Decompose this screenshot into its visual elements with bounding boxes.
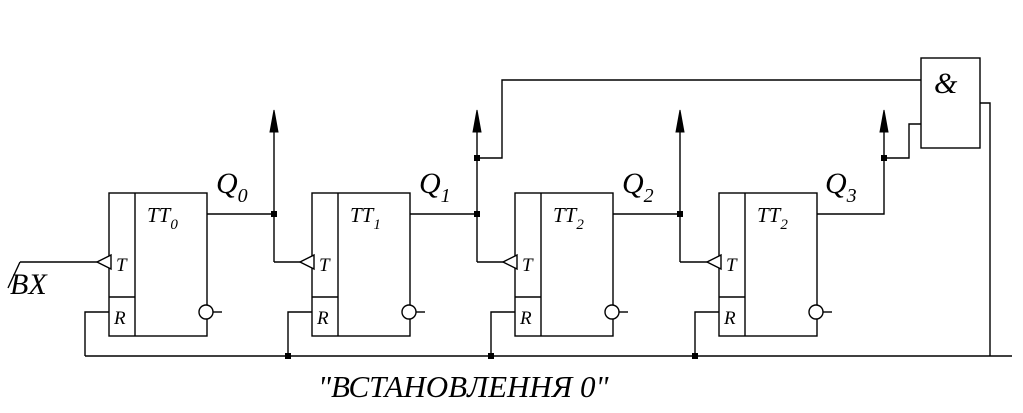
t-input-label: T: [116, 255, 128, 276]
junction-dot: [285, 353, 291, 359]
clock-triangle-icon: [501, 253, 518, 271]
clock-triangle-icon: [95, 253, 112, 271]
arrow-up-icon: [269, 109, 279, 133]
output-q3-label: Q3: [825, 167, 857, 207]
junction-dot: [271, 211, 277, 217]
and-to-reset-wire: [980, 102, 991, 356]
junction-dot: [692, 353, 698, 359]
reset-wire: [84, 311, 109, 356]
r-input-label: R: [723, 308, 736, 329]
arrow-up-icon: [472, 109, 482, 133]
input-label: BX: [10, 268, 48, 301]
flip-flop-tt2: T R TT2: [501, 192, 628, 337]
clock-triangle-icon: [298, 253, 315, 271]
reset-wire: [694, 311, 719, 356]
t-input-label: T: [726, 255, 738, 276]
r-input-label: R: [519, 308, 532, 329]
and-gate: [920, 57, 981, 149]
output-q2-label: Q2: [622, 167, 654, 207]
flip-flop-name: TT2: [553, 203, 584, 233]
r-input-label: R: [113, 308, 126, 329]
output-q0-label: Q0: [216, 167, 248, 207]
and-gate-label: &: [934, 67, 958, 100]
flip-flop-tt0: T R TT0: [95, 192, 222, 337]
reset-caption: "ВСТАНОВЛЕННЯ 0": [318, 369, 609, 404]
flip-flop-tt3: T R TT2: [705, 192, 832, 337]
arrow-up-icon: [879, 109, 889, 133]
flip-flop-tt1: T R TT1: [298, 192, 425, 337]
t-input-label: T: [522, 255, 534, 276]
junction-dot: [474, 211, 480, 217]
t-input-label: T: [319, 255, 331, 276]
reset-wire: [490, 311, 515, 356]
reset-wire: [287, 311, 312, 356]
arrow-up-icon: [675, 109, 685, 133]
flip-flop-name: TT2: [757, 203, 788, 233]
input-slant: [7, 261, 21, 289]
r-input-label: R: [316, 308, 329, 329]
junction-dot: [677, 211, 683, 217]
flip-flop-name: TT1: [350, 203, 381, 233]
junction-dot: [488, 353, 494, 359]
q3-to-and-wire: [884, 123, 921, 159]
q1-to-and-wire: [477, 79, 921, 159]
flip-flop-name: TT0: [147, 203, 178, 233]
clock-triangle-icon: [705, 253, 722, 271]
output-q1-label: Q1: [419, 167, 451, 207]
